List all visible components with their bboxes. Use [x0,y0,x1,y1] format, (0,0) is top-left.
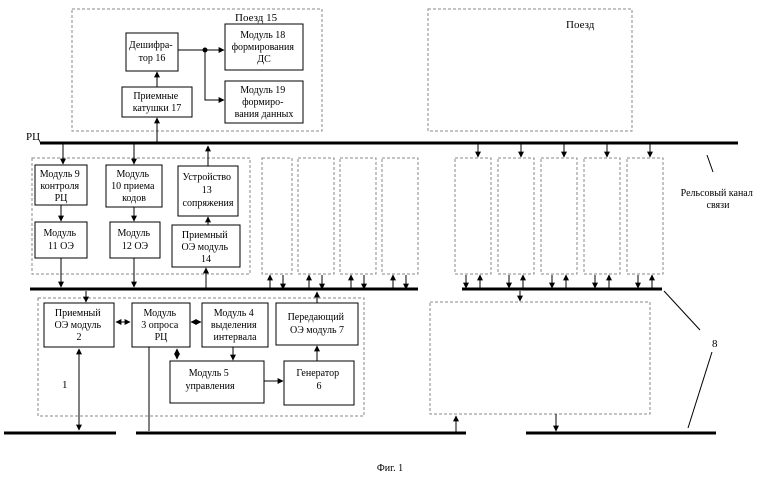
repeat-unit-frame [498,158,534,274]
lower-right-unit-frame [430,302,650,414]
repeat-unit-arrows [270,275,406,289]
label-8-pointer-lower [688,352,712,428]
repeat-unit-frame [382,158,418,274]
repeat-unit-frame [584,158,620,274]
repeat-unit-frame [455,158,491,274]
label-8: 8 [712,338,718,350]
to-module-19-arrow [205,50,224,100]
module-19-label: Модуль 19 формиро- вания данных [235,85,294,120]
train-15-title: Поезд 15 [235,12,278,24]
module-4-label: Модуль 4 выделения интервала [211,308,259,343]
train-other-title: Поезд [566,19,595,31]
rail-channel-pointer [707,155,713,172]
rc-label: РЦ [26,131,40,143]
figure-caption: Фиг. 1 [377,463,403,474]
repeat-unit-frame [627,158,663,274]
repeat-unit-frame [262,158,292,274]
right-unit-bus-arrows [466,275,652,288]
decoder-16-box [126,33,178,71]
label-8-pointer-upper [664,291,700,330]
right-unit-rail-arrows [478,143,650,157]
repeat-unit-frame [340,158,376,274]
repeat-unit-frame [541,158,577,274]
repeat-unit-frame [298,158,334,274]
module-7-box [276,303,358,345]
rail-channel-label: Рельсовый канал связи [681,188,756,211]
train-other-frame [428,9,632,131]
coils-17-label: Приемные катушки 17 [133,91,182,114]
label-1: 1 [62,379,68,391]
